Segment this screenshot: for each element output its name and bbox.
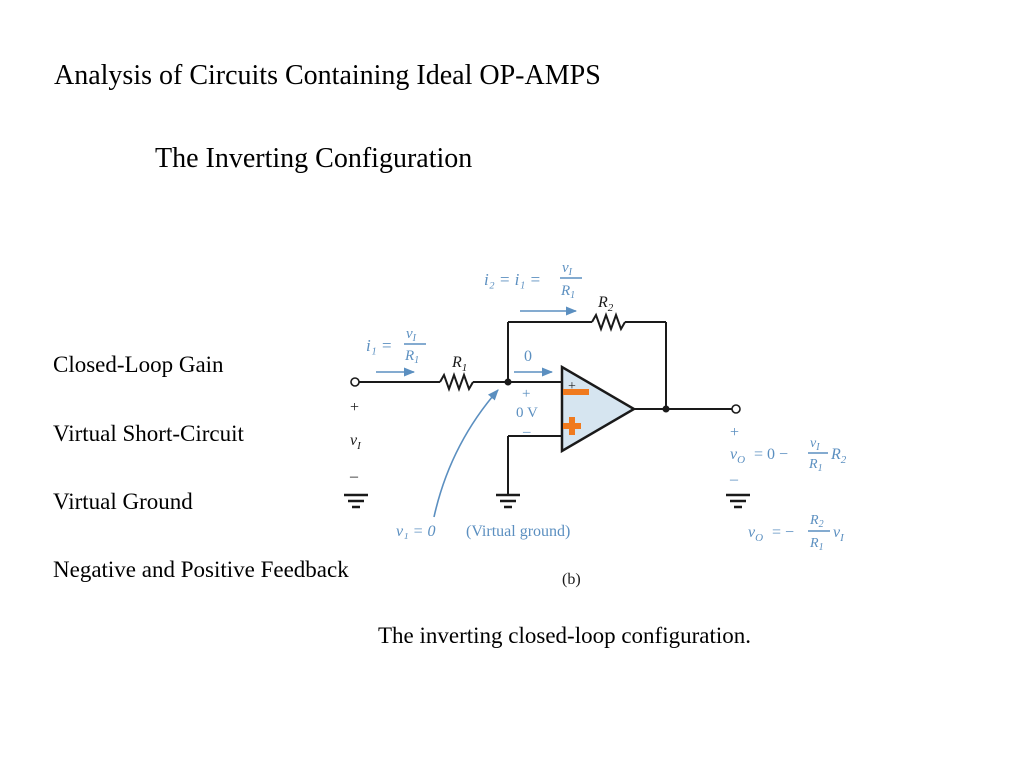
ground-symbol-output [726,493,750,509]
output-node [662,405,670,413]
output-plus: + [730,424,739,441]
vd-minus: – [522,424,531,440]
figure-caption: The inverting closed-loop configuration. [378,623,752,648]
topic-virtual-short-circuit: Virtual Short-Circuit [53,421,244,446]
vd-plus: + [522,386,530,402]
inverting-opamp-circuit: + R1 R2 + vI – i₁ = vI R1 i₂ = i₁ = vI R… [344,260,847,588]
vo-eq1-r2: R2 [830,446,847,466]
i1-frac-num: vI [406,326,417,344]
ground-symbol-input [344,493,368,509]
i2-frac-den: R1 [560,283,575,301]
circuit-wires [359,312,732,495]
i1-frac-den: R1 [404,348,419,366]
virtual-ground-arrow [433,389,499,518]
input-vi: vI [350,432,362,452]
orange-minus-marker [563,389,589,395]
orange-plus-marker-v [569,417,575,435]
zero-current-label: 0 [524,348,532,365]
virtual-ground-v: v₁ = 0 [396,523,435,540]
slide-title: Analysis of Circuits Containing Ideal OP… [54,60,601,91]
i1-equation: i₁ = [366,336,392,355]
vo-eq2-lhs: vO [748,524,763,544]
slide-subtitle: The Inverting Configuration [155,143,473,174]
topic-feedback: Negative and Positive Feedback [53,557,349,582]
vd-zero-v: 0 V [516,405,538,421]
opamp-symbol [560,364,637,454]
topic-closed-loop-gain: Closed-Loop Gain [53,352,224,377]
input-minus: – [349,468,359,485]
virtual-ground-text: (Virtual ground) [466,523,570,540]
output-terminal [731,404,741,414]
vo-eq2-den: R1 [809,536,824,553]
ground-symbol-noninverting [496,493,520,509]
r2-label: R2 [597,294,614,314]
i2-frac-num: vI [562,260,573,278]
vo-eq2-num: R2 [809,513,824,530]
input-plus: + [350,399,359,416]
vo-eq2-vi: vI [833,524,845,544]
output-minus: – [729,471,739,488]
vo-eq1-den: R1 [808,457,823,474]
opamp-minus-sign: + [568,379,576,394]
vo-eq1-mid: = 0 − [754,446,788,463]
topic-virtual-ground: Virtual Ground [53,489,193,514]
panel-label: (b) [562,571,581,588]
input-terminal [350,377,360,387]
vo-eq1-lhs: vO [730,446,745,466]
vo-eq2-mid: = − [772,524,794,541]
i2-equation: i₂ = i₁ = [484,270,541,289]
vo-eq1-num: vI [810,436,820,453]
inverting-node [504,378,512,386]
r1-label: R1 [451,354,467,374]
